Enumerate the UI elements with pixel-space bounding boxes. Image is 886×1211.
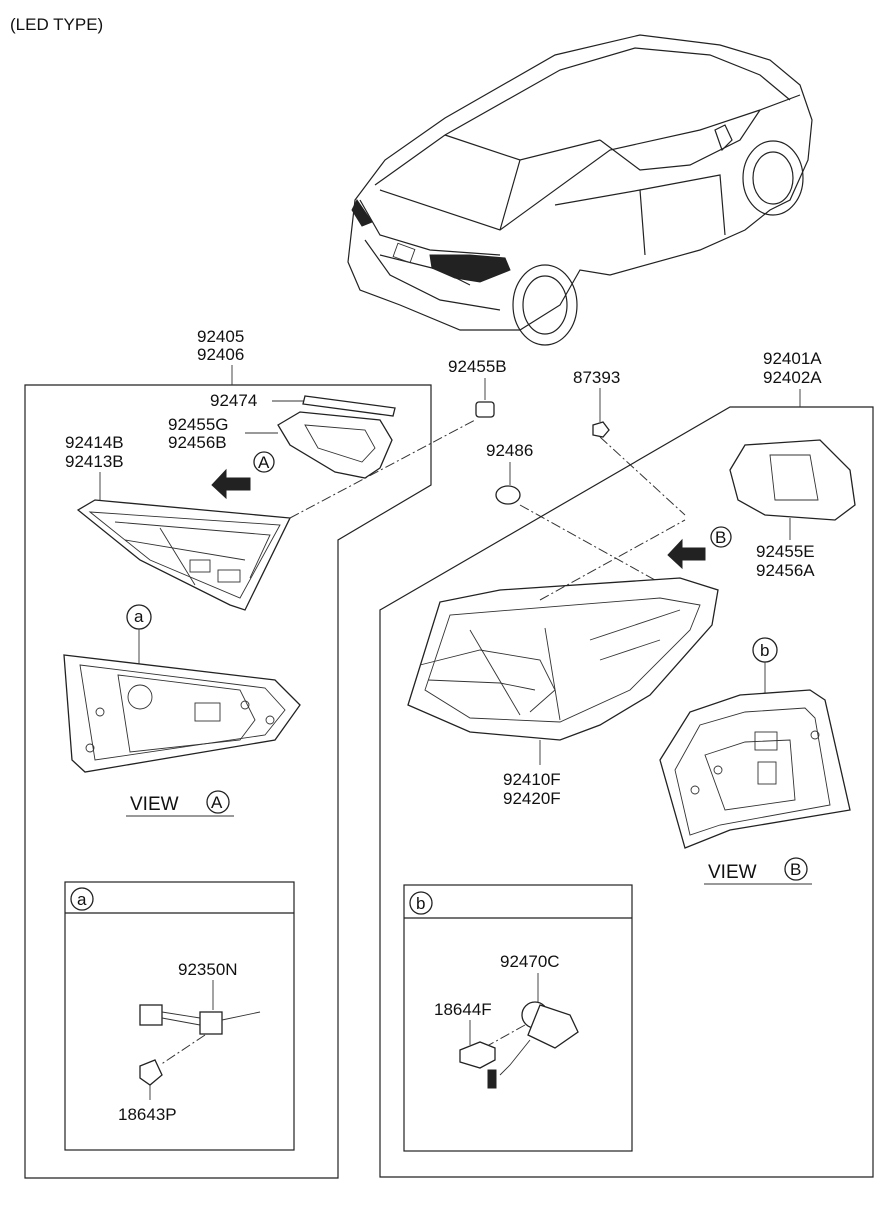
left-assembly-frame [24, 384, 432, 1179]
marker-A-circle [253, 451, 275, 473]
label-18643P: 18643P [118, 1105, 177, 1124]
view-b-word: VIEW [708, 862, 757, 883]
label-92406: 92406 [197, 345, 244, 364]
bulb-18643P-part [139, 1059, 163, 1086]
label-92414B: 92414B [65, 433, 124, 452]
car-illustration [347, 34, 813, 346]
marker-B: B [715, 528, 726, 547]
label-92455G: 92455G [168, 415, 229, 434]
bulb-18644F-part [459, 1041, 496, 1069]
socket-92470C-part [487, 1001, 579, 1089]
detail-box-b [403, 884, 633, 1152]
label-92420F: 92420F [503, 789, 561, 808]
trim-strip-part [302, 395, 396, 417]
view-b-circle [784, 857, 808, 881]
label-92402A: 92402A [763, 368, 822, 387]
view-a-arrow-icon [211, 468, 251, 500]
box-a-marker-circle [70, 887, 94, 911]
label-92474: 92474 [210, 391, 257, 410]
label-92486: 92486 [486, 441, 533, 460]
grommet-92486-part [495, 485, 521, 505]
label-92350N: 92350N [178, 960, 238, 979]
label-18644F: 18644F [434, 1000, 492, 1019]
view-a-word: VIEW [130, 794, 179, 815]
label-87393: 87393 [573, 368, 620, 387]
gasket-92455E-part [729, 439, 856, 521]
label-92410F: 92410F [503, 770, 561, 789]
label-92401A: 92401A [763, 349, 822, 368]
label-92455E: 92455E [756, 542, 815, 561]
view-a-letter: A [211, 793, 223, 812]
view-a-circle [206, 790, 230, 814]
label-92405: 92405 [197, 327, 244, 346]
label-92456B: 92456B [168, 433, 227, 452]
marker-a-view: a [134, 607, 144, 626]
marker-b-view: b [760, 641, 769, 660]
type-label: (LED TYPE) [10, 15, 103, 34]
grommet-92455B-part [475, 401, 495, 418]
right-assembly-frame [379, 406, 874, 1178]
marker-B-circle [710, 526, 732, 548]
label-92413B: 92413B [65, 452, 124, 471]
label-92470C: 92470C [500, 952, 560, 971]
detail-box-a [64, 881, 295, 1151]
box-a-marker: a [77, 890, 87, 909]
label-92455B: 92455B [448, 357, 507, 376]
marker-A: A [258, 453, 270, 472]
socket-wire-part [139, 1004, 261, 1035]
view-b-letter: B [790, 860, 801, 879]
gasket-part [277, 411, 393, 479]
label-92456A: 92456A [756, 561, 815, 580]
outer-lamp-part [407, 577, 719, 741]
view-a-back-of-lamp [63, 654, 301, 773]
inner-lamp-part [76, 499, 291, 611]
box-b-marker-circle [409, 891, 433, 915]
box-b-marker: b [416, 894, 425, 913]
view-b-back-of-lamp [659, 689, 851, 849]
nut-87393-part [592, 421, 610, 438]
view-b-arrow-icon [667, 538, 706, 570]
